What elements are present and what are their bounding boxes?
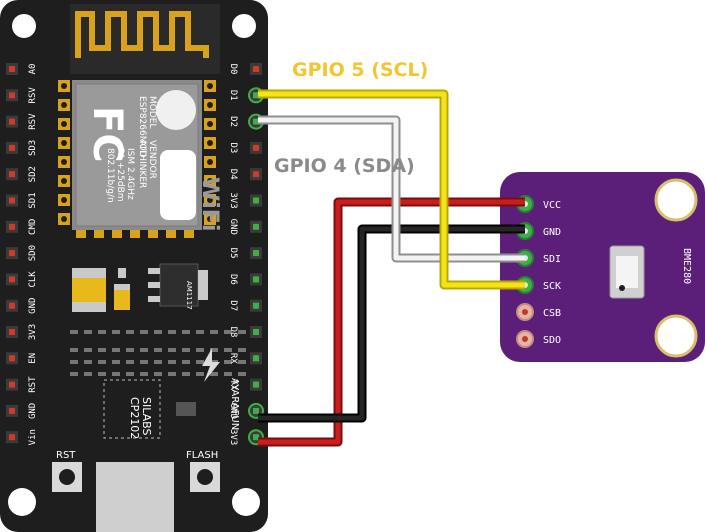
svg-text:WiFi: WiFi [197, 177, 222, 231]
module-text-line: MODEL [147, 96, 157, 128]
right-pin-label: RX [228, 353, 238, 364]
usb-chip [103, 379, 161, 439]
right-pin-label: D5 [228, 248, 238, 259]
right-pin-label: 3V3 [228, 192, 238, 208]
bme-pin-label: CSB [543, 308, 561, 319]
bme280-board: BME280 VCC GND SDI SCK CSB SDO [500, 172, 705, 362]
bme-pin-label: SCK [543, 281, 561, 292]
left-pin-label: EN [28, 353, 38, 364]
diode-small [114, 284, 130, 310]
flash-button[interactable] [190, 462, 220, 492]
left-pin-label: RSV [28, 113, 38, 130]
module-pads-left [58, 80, 194, 238]
left-pin-label: SD0 [28, 245, 38, 261]
right-pin-label: D7 [228, 300, 238, 311]
right-pin-label: D1 [228, 90, 238, 101]
bme-board-body [500, 172, 705, 362]
bme-pin-label: VCC [543, 200, 561, 211]
lightning-icon [202, 348, 220, 382]
sda-label: GPIO 4 (SDA) [274, 155, 415, 177]
bme-hole-top [654, 178, 698, 222]
left-pin-label: SD3 [28, 140, 38, 156]
smd-part [118, 268, 126, 278]
left-pin-label: GND [28, 403, 38, 419]
left-pin-label: GND [28, 298, 38, 314]
right-pin-label: D8 [228, 327, 238, 338]
left-pin-label: RSV [28, 87, 38, 104]
bme-pin-label: SDI [543, 254, 561, 265]
mounting-hole-tr [232, 14, 256, 38]
right-pin-label: GND [228, 219, 238, 235]
bme-pin-label: GND [543, 227, 561, 238]
left-pin-label: RST [28, 376, 38, 393]
fcc-logo: FC [84, 106, 130, 163]
right-pin-label: D0 [228, 64, 238, 75]
usb-chip-label-2: CP2102 [128, 397, 141, 439]
right-pin-label: 3V3 [228, 429, 238, 445]
module-text-line: ESP8266MOD [137, 96, 147, 158]
right-pin-label: D2 [228, 116, 238, 127]
rst-button[interactable] [52, 462, 82, 492]
mounting-hole-bl [8, 488, 36, 516]
brand-label: AYARAFUN [229, 378, 240, 430]
right-pin-label: GND [228, 403, 238, 419]
module-text-line: PA +25dBm [115, 148, 125, 202]
scl-label: GPIO 5 (SCL) [292, 59, 428, 81]
rst-label: RST [56, 450, 76, 461]
left-pin-label: SD1 [28, 192, 38, 208]
wires [258, 89, 525, 447]
usb-chip-label-1: SILABS [140, 397, 153, 435]
bme-pin-label: SDO [543, 335, 561, 346]
regulator-label: AM1117 [185, 281, 193, 310]
bme-hole-bottom [654, 314, 698, 358]
left-pin-label: CMD [28, 219, 38, 235]
capacitor-yellow [72, 268, 106, 312]
bme-title: BME280 [681, 248, 692, 284]
right-pin-label: D6 [228, 274, 238, 285]
left-pin-label: CLK [28, 271, 38, 288]
sda-wire [258, 115, 525, 263]
antenna-trace [75, 11, 209, 58]
chip-round-logo [156, 90, 196, 130]
left-pin-label: A0 [28, 64, 38, 75]
module-text-line: 802.11b/g/n [105, 148, 115, 203]
right-pin-label: D4 [228, 169, 238, 180]
smd-pad-rows [70, 330, 246, 376]
smd-transistor [176, 402, 196, 416]
module-text-line: VENDOR [147, 140, 157, 179]
right-pin-label: D3 [228, 142, 238, 153]
mounting-hole-br [232, 488, 260, 516]
left-pin-label: SD2 [28, 166, 38, 182]
wifi-logo: WiFi [160, 150, 222, 231]
mounting-hole-tl [12, 14, 36, 38]
usb-connector [96, 462, 174, 532]
left-pin-label: Vin [28, 429, 38, 445]
module-pads-right [204, 80, 216, 225]
module-text-line: ISM 2.4GHz [125, 148, 135, 200]
left-pin-label: 3V3 [28, 324, 38, 340]
flash-label: FLASH [186, 450, 218, 461]
esp-board-body [0, 0, 268, 532]
module-text-line: AITHINKER [137, 140, 147, 188]
right-pin-label: TX [228, 379, 238, 390]
